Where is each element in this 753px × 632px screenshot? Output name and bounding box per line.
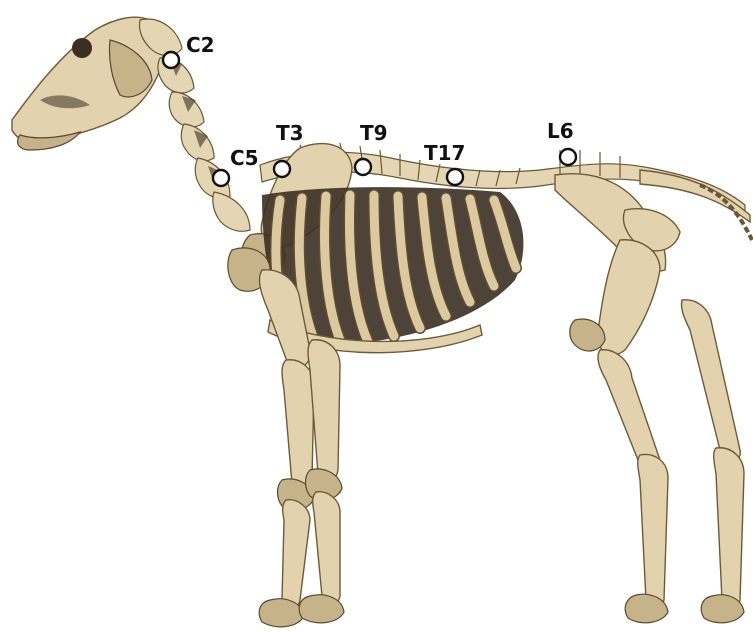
marker-c5-label: C5 [230, 146, 259, 170]
vertebra-markers: C2 C5 T3 T9 T17 L6 [163, 33, 576, 186]
hind-leg [570, 240, 744, 623]
marker-c2-ring [163, 52, 179, 68]
marker-t17-ring [447, 169, 463, 185]
marker-c5-ring [213, 170, 229, 186]
marker-t17-label: T17 [424, 141, 465, 165]
marker-l6-label: L6 [547, 119, 574, 143]
eye-socket [72, 38, 92, 58]
marker-t9-label: T9 [360, 121, 388, 145]
marker-l6-ring [560, 149, 576, 165]
marker-c5: C5 [213, 146, 259, 186]
marker-l6: L6 [547, 119, 576, 165]
front-leg-left [228, 248, 314, 627]
marker-t9-ring [355, 159, 371, 175]
marker-c2-label: C2 [186, 33, 215, 57]
marker-t3-ring [274, 161, 290, 177]
marker-t3-label: T3 [276, 121, 304, 145]
